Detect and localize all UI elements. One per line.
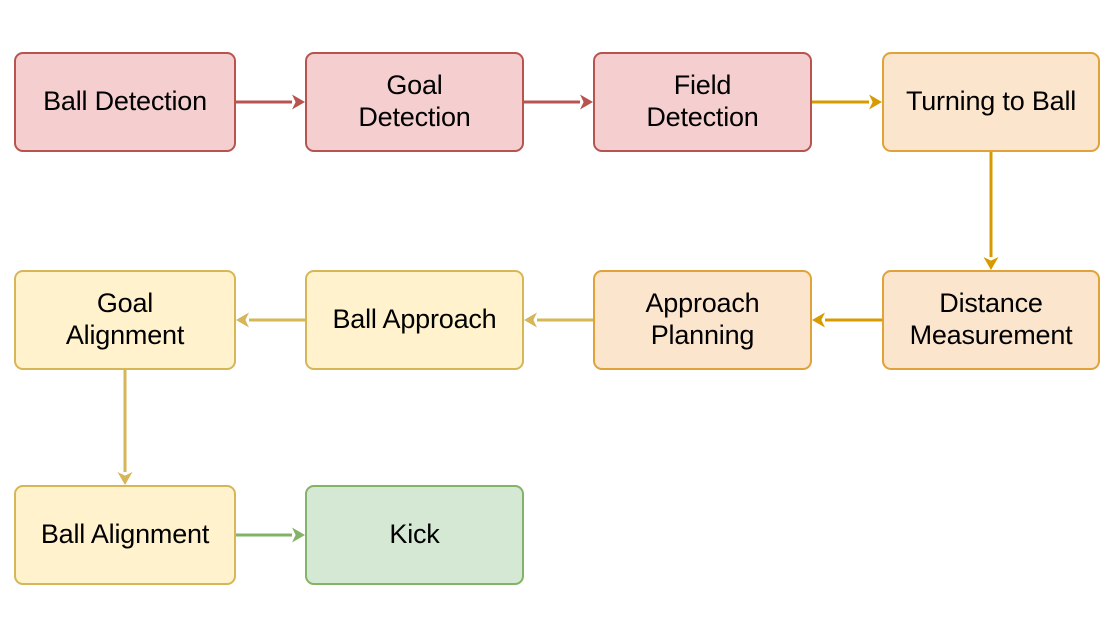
node-goal-detection[interactable]: Goal Detection: [305, 52, 524, 152]
node-goal-alignment-label: Goal Alignment: [65, 288, 185, 350]
node-ball-detection[interactable]: Ball Detection: [14, 52, 236, 152]
node-ball-approach-label: Ball Approach: [332, 304, 497, 335]
edge-ball-alignment-to-kick-arrowhead-icon: [292, 527, 305, 543]
edge-turning-to-ball-to-distance-measurement: [977, 138, 1006, 284]
edge-goal-alignment-to-ball-alignment-arrowhead-icon: [117, 472, 133, 485]
edge-goal-alignment-to-ball-alignment-svg: [117, 370, 133, 485]
edge-distance-measurement-to-approach-planning-arrowhead-icon: [812, 312, 825, 328]
node-ball-approach[interactable]: Ball Approach: [305, 270, 524, 370]
node-kick[interactable]: Kick: [305, 485, 524, 585]
node-distance-measurement-label: Distance Measurement: [909, 288, 1073, 350]
node-kick-label: Kick: [389, 519, 440, 550]
node-distance-measurement[interactable]: Distance Measurement: [882, 270, 1100, 370]
node-turning-to-ball[interactable]: Turning to Ball: [882, 52, 1100, 152]
node-ball-detection-label: Ball Detection: [43, 86, 207, 117]
node-approach-planning-label: Approach Planning: [645, 288, 760, 350]
edge-ball-detection-to-goal-detection-arrowhead-icon: [292, 94, 305, 110]
edge-ball-approach-to-goal-alignment-arrowhead-icon: [236, 312, 249, 328]
node-approach-planning[interactable]: Approach Planning: [593, 270, 812, 370]
edge-field-detection-to-turning-to-ball-arrowhead-icon: [869, 94, 882, 110]
edge-goal-detection-to-field-detection-arrowhead-icon: [580, 94, 593, 110]
node-field-detection-label: Field Detection: [646, 70, 759, 132]
node-ball-alignment-label: Ball Alignment: [40, 519, 210, 550]
edge-turning-to-ball-to-distance-measurement-arrowhead-icon: [983, 257, 999, 270]
node-turning-to-ball-label: Turning to Ball: [905, 86, 1077, 117]
node-field-detection[interactable]: Field Detection: [593, 52, 812, 152]
edge-goal-alignment-to-ball-alignment: [111, 356, 140, 499]
edge-turning-to-ball-to-distance-measurement-svg: [983, 152, 999, 270]
node-ball-alignment[interactable]: Ball Alignment: [14, 485, 236, 585]
node-goal-alignment[interactable]: Goal Alignment: [14, 270, 236, 370]
node-goal-detection-label: Goal Detection: [358, 70, 471, 132]
edge-approach-planning-to-ball-approach-arrowhead-icon: [524, 312, 537, 328]
